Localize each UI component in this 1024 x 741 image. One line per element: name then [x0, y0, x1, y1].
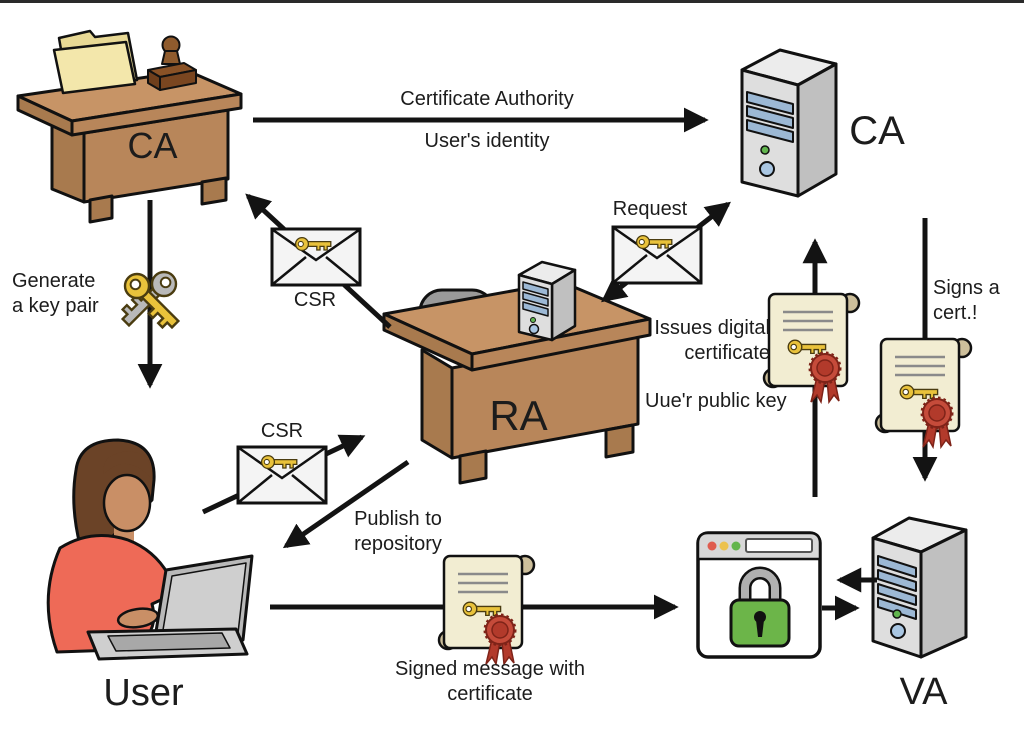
label-signs-a-cert: Signs a cert.!: [933, 277, 1000, 324]
address-bar: [745, 538, 813, 553]
label-publish-to-repository: Publish to repository: [354, 508, 442, 555]
power-button-icon: [759, 161, 775, 177]
label-csr-from-user: CSR: [260, 420, 304, 442]
face-icon: [102, 473, 152, 533]
ra-server-icon: [517, 260, 577, 342]
user-person-icon: [46, 438, 254, 661]
ra-desk-icon: [382, 260, 652, 485]
label-request: Request: [612, 198, 688, 220]
envelope-request-icon: [613, 227, 701, 283]
envelope-csr-upper-icon: [272, 229, 360, 285]
browser-dot-yellow: [719, 541, 729, 551]
hand-icon: [116, 607, 160, 629]
label-csr-to-ca: CSR: [293, 289, 337, 311]
label-users-identity: User's identity: [424, 130, 550, 152]
certificate-issues-icon: [764, 294, 859, 402]
label-generate-key-pair: Generate a key pair: [12, 270, 99, 317]
image-top-border: [0, 0, 1024, 3]
power-button-icon: [528, 323, 540, 335]
envelope-csr-lower-icon: [238, 447, 326, 503]
browser-dot-red: [707, 541, 717, 551]
label-signed-message: Signed message with certificate: [394, 658, 586, 705]
label-issues-digital-certificate: Issues digital certificate: [654, 317, 770, 364]
label-ca-server: CA: [849, 109, 905, 153]
led-icon: [892, 609, 902, 619]
green-padlock-icon: [729, 566, 791, 648]
laptop-icon: [86, 554, 254, 661]
certificate-signs-icon: [876, 339, 971, 447]
rubber-stamp-icon: [147, 35, 197, 91]
label-user-public-key: Uue'r public key: [645, 390, 787, 412]
label-user: User: [103, 672, 184, 714]
folder-icon: [52, 29, 139, 95]
ca-desk-icon: [16, 29, 243, 224]
label-certificate-authority: Certificate Authority: [400, 88, 574, 110]
browser-dot-green: [731, 541, 741, 551]
va-server-icon: [871, 516, 968, 659]
label-ra-desk: RA: [489, 392, 548, 439]
arrow-publish-to-repository: [282, 459, 410, 549]
browser-window-icon: [696, 531, 822, 659]
ca-server-icon: [740, 48, 838, 198]
certificate-message-icon: [439, 556, 534, 664]
power-button-icon: [890, 623, 906, 639]
label-ca-desk: CA: [127, 125, 178, 166]
led-icon: [760, 145, 770, 155]
led-icon: [530, 317, 536, 323]
label-va-server: VA: [899, 671, 948, 713]
